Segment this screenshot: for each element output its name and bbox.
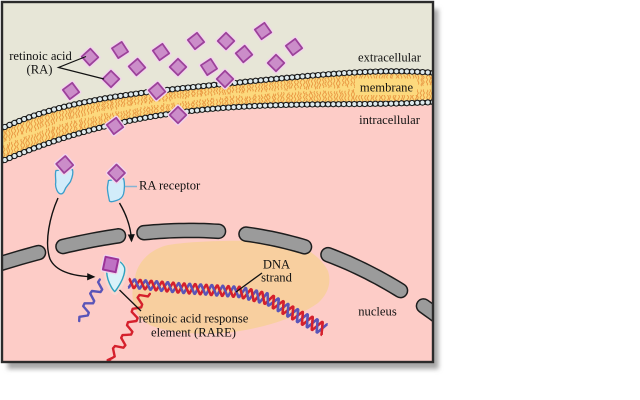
svg-text:(RA): (RA)	[27, 63, 53, 77]
svg-text:nucleus: nucleus	[358, 305, 397, 319]
svg-text:retinoic acid: retinoic acid	[9, 49, 72, 63]
svg-text:strand: strand	[261, 271, 292, 285]
svg-text:retinoic acid response: retinoic acid response	[139, 312, 249, 326]
svg-text:element (RARE): element (RARE)	[151, 326, 236, 340]
svg-text:DNA: DNA	[263, 258, 290, 272]
svg-text:membrane: membrane	[360, 81, 414, 95]
svg-text:extracellular: extracellular	[358, 51, 422, 65]
svg-text:RA receptor: RA receptor	[139, 179, 201, 193]
svg-text:intracellular: intracellular	[359, 113, 421, 127]
